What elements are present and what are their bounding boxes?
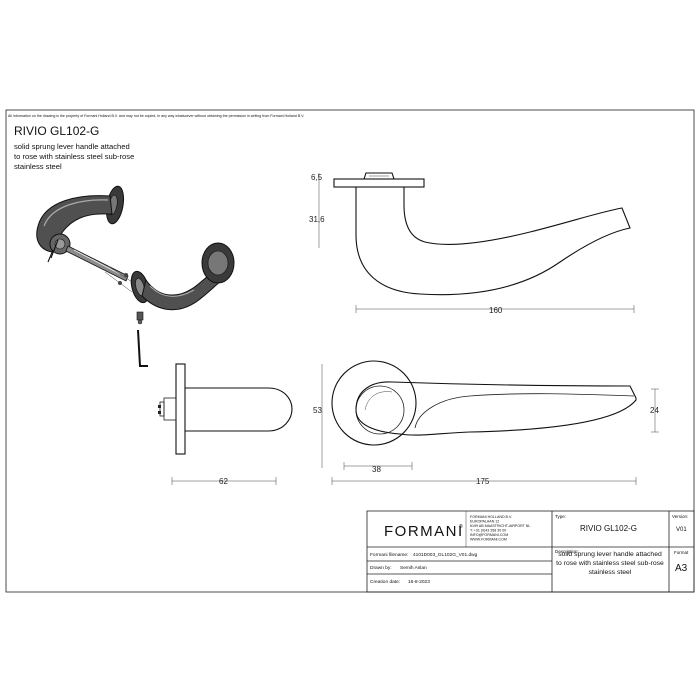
- drawing-border: [5, 109, 695, 593]
- type-value: RIVIO GL102-G: [580, 524, 637, 533]
- dim-rose-thickness: 6,5: [311, 173, 323, 182]
- description-label: Description:: [555, 549, 579, 554]
- format-label: Format: [674, 550, 689, 555]
- filename-value: 4101D003_GL102G_V01.dwg: [413, 552, 478, 558]
- dim-height: 31,6: [309, 215, 325, 224]
- company-line-5: INFO@FORMANI.COM: [470, 533, 508, 537]
- dim-total-length: 175: [476, 477, 490, 486]
- exploded-3d-view: [36, 185, 235, 367]
- tb-description-line-2: to rose with stainless steel sub-rose: [556, 560, 664, 567]
- company-line-6: WWW.FORMANI.COM: [470, 538, 507, 542]
- dim-rose-diameter: 38: [372, 465, 381, 474]
- side-view-end: 62: [158, 363, 293, 486]
- side-view-top: 6,5 31,6 160: [309, 172, 635, 315]
- filename-label: Formani filename:: [370, 552, 408, 558]
- description-line-3: stainless steel: [14, 162, 62, 171]
- type-label: Type:: [555, 514, 566, 519]
- dim-lever-length: 160: [489, 306, 503, 315]
- company-line-2: EUROPALAAN 12: [470, 520, 499, 524]
- tb-description-line-1: solid sprung lever handle attached: [558, 551, 662, 558]
- dim-side-depth: 62: [219, 477, 228, 486]
- property-notice: All information on the drawing is the pr…: [8, 114, 304, 118]
- company-line-1: FORMANI HOLLAND B.V.: [470, 515, 512, 519]
- dim-projection: 53: [313, 406, 322, 415]
- description-line-2: to rose with stainless steel sub-rose: [14, 152, 134, 161]
- creation-date-label: Creation date:: [370, 579, 400, 585]
- brand-registered-mark: ®: [459, 523, 463, 530]
- drawing-title: RIVIO GL102-G: [14, 124, 99, 138]
- company-line-4: T: +31 (0)43 358 30 00: [470, 529, 506, 533]
- format-value: A3: [675, 563, 688, 574]
- version-label: Version:: [672, 514, 688, 519]
- drawn-by-value: Semih Aslan: [400, 565, 427, 571]
- creation-date-value: 16-8-2023: [408, 579, 430, 585]
- description-line-1: solid sprung lever handle attached: [14, 142, 130, 151]
- company-line-3: 6199 AB MAASTRICHT-AIRPORT NL: [470, 524, 530, 528]
- title-block: FORMANI ® FORMANI HOLLAND B.V. EUROPALAA…: [366, 510, 695, 593]
- brand-logo: FORMANI: [384, 523, 464, 540]
- front-view: 53 24 38 175: [313, 360, 659, 486]
- dim-lever-width: 24: [650, 406, 659, 415]
- version-value: V01: [676, 527, 687, 533]
- drawn-by-label: Drawn by:: [370, 565, 392, 571]
- tb-description-line-3: stainless steel: [589, 569, 632, 576]
